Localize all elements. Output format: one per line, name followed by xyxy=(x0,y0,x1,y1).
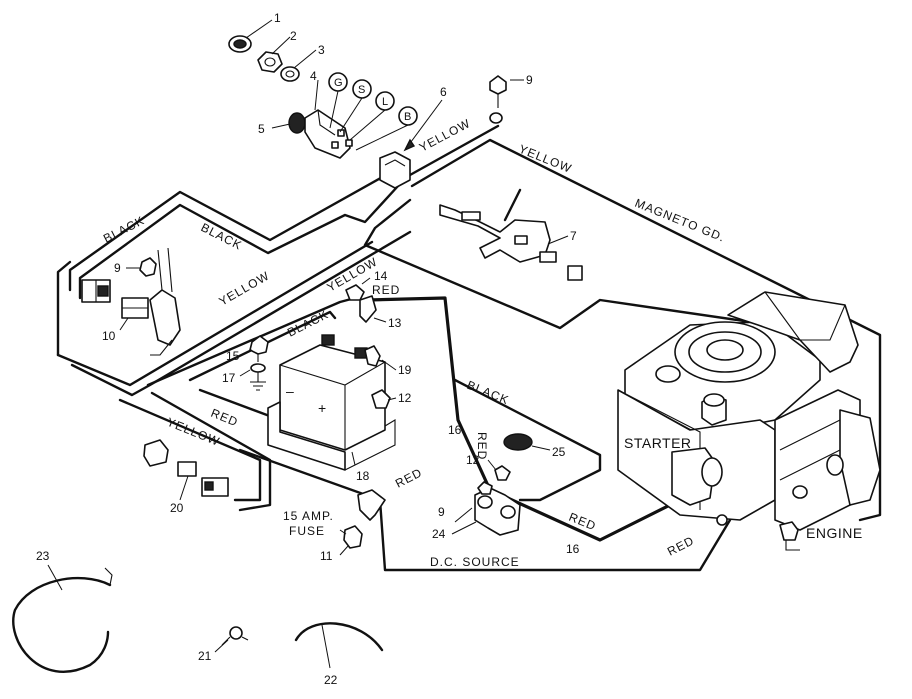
callout-13: 13 xyxy=(388,316,402,330)
label-yellow-left: YELLOW xyxy=(217,268,273,308)
grommet-25 xyxy=(503,433,551,451)
label-red-left: RED xyxy=(209,406,241,430)
callout-2: 2 xyxy=(290,29,297,43)
label-yellow-top: YELLOW xyxy=(417,116,473,155)
engine xyxy=(617,291,881,551)
harness-connector-left xyxy=(81,279,111,303)
clip-21 xyxy=(214,626,249,653)
callout-22: 22 xyxy=(324,673,338,687)
ignition-switch-group: G S L B xyxy=(228,19,418,159)
callout-15: 15 xyxy=(226,349,240,363)
callout-10: 10 xyxy=(102,329,116,343)
callout-7: 7 xyxy=(570,229,577,243)
label-engine: ENGINE xyxy=(806,525,863,541)
callout-17: 17 xyxy=(222,371,236,385)
callout-12-battery: 12 xyxy=(398,391,412,405)
callout-4: 4 xyxy=(310,69,317,83)
callout-12-solenoid: 12 xyxy=(466,453,480,467)
label-dc-source: D.C. SOURCE xyxy=(430,555,520,569)
label-fuse: FUSE xyxy=(289,524,325,538)
label-black-top: BLACK xyxy=(101,213,147,246)
callout-11: 11 xyxy=(320,549,333,563)
terminal-g-label: G xyxy=(334,77,343,89)
yellow-wire-loop xyxy=(56,240,374,387)
callout-5: 5 xyxy=(258,122,265,136)
black-wire-battery xyxy=(188,310,337,382)
label-red-lower: RED xyxy=(393,465,425,490)
label-red-top: RED xyxy=(372,283,400,297)
callout-25: 25 xyxy=(552,445,566,459)
battery-18: + – xyxy=(267,334,396,471)
callout-16-upper: 16 xyxy=(448,423,462,437)
label-fuse-amp: 15 AMP. xyxy=(283,509,334,523)
terminal-b-label: B xyxy=(404,111,411,123)
label-red-solenoid: RED xyxy=(567,510,599,534)
battery-plus: + xyxy=(318,400,327,416)
callout-3: 3 xyxy=(318,43,325,57)
label-red-vertical: RED xyxy=(475,432,489,460)
callout-23: 23 xyxy=(36,549,50,563)
black-wire xyxy=(68,168,397,292)
bracket-7 xyxy=(439,204,583,281)
callouts: 1 2 3 4 5 6 9 7 9 10 14 13 15 17 19 12 1… xyxy=(36,11,580,687)
nut-12-lower xyxy=(494,465,511,481)
component-labels: STARTER ENGINE 15 AMP. FUSE xyxy=(283,435,863,541)
callout-18: 18 xyxy=(356,469,370,483)
black-wire-lower xyxy=(453,378,602,502)
terminal-l-label: L xyxy=(382,96,388,108)
label-starter: STARTER xyxy=(624,435,692,451)
wire-22 xyxy=(294,622,384,669)
callout-19: 19 xyxy=(398,363,412,377)
terminal-s-label: S xyxy=(358,84,365,96)
magneto-wire xyxy=(363,198,842,337)
yellow-wire-top-right xyxy=(503,188,522,222)
connector-6 xyxy=(379,99,443,189)
yellow-wire-switch xyxy=(408,124,500,177)
callout-9-solenoid: 9 xyxy=(438,505,445,519)
callout-9-left: 9 xyxy=(114,261,121,275)
yellow-wire-bottom xyxy=(118,398,262,502)
connector-20 xyxy=(143,439,229,501)
magneto-plug xyxy=(567,265,583,281)
callout-24: 24 xyxy=(432,527,446,541)
yellow-wire-switch-2 xyxy=(410,138,882,522)
callout-6: 6 xyxy=(440,85,447,99)
battery-minus: – xyxy=(286,383,294,399)
switch-nut-1 xyxy=(228,35,252,53)
bolt-9-top xyxy=(489,75,524,124)
label-black-mid: BLACK xyxy=(199,220,245,253)
callout-9-top: 9 xyxy=(526,73,533,87)
callout-16-lower: 16 xyxy=(566,542,580,556)
tie-strap-23 xyxy=(12,564,113,673)
wire-harness xyxy=(56,124,882,572)
callout-20: 20 xyxy=(170,501,184,515)
label-red-right: RED xyxy=(665,533,697,558)
black-wire-inner xyxy=(78,184,400,300)
ground-bolt-15 xyxy=(239,335,269,391)
yellow-wire-loop-2 xyxy=(70,230,412,397)
battery-cable-13 xyxy=(345,277,387,323)
fuse-11 xyxy=(339,489,386,556)
red-wire-battery xyxy=(366,296,722,542)
yellow-wire-left xyxy=(56,260,72,357)
solenoid-24 xyxy=(451,459,521,536)
bolt-9-left xyxy=(139,257,157,277)
ignition-switch-body xyxy=(288,109,353,159)
red-wire-left-2 xyxy=(150,391,272,512)
battery-clamp-19 xyxy=(364,345,397,409)
callout-21: 21 xyxy=(198,649,212,663)
red-wire-dc xyxy=(238,448,732,572)
switch-washer-3 xyxy=(280,66,300,82)
callout-14: 14 xyxy=(374,269,388,283)
callout-1: 1 xyxy=(274,11,281,25)
seat-switch-10 xyxy=(119,247,181,356)
label-magneto: MAGNETO GD. xyxy=(633,196,727,245)
switch-nut-2 xyxy=(257,51,283,73)
label-black-lower: BLACK xyxy=(465,378,511,408)
